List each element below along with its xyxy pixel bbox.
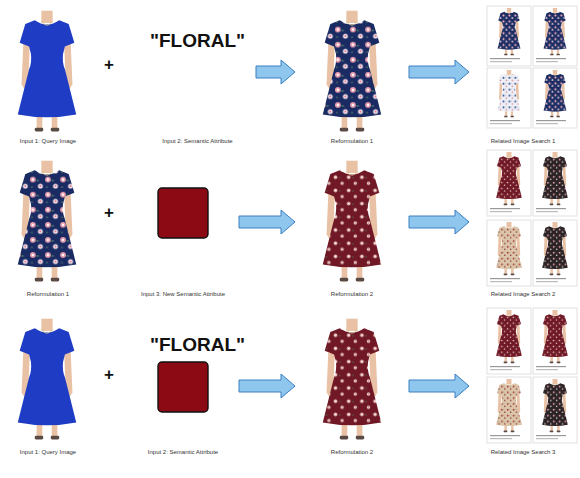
plus-sign: +	[104, 56, 114, 74]
caption: Reformulation 1	[27, 291, 69, 298]
image-panel: Reformulation 2	[296, 314, 408, 456]
caption: Related Image Search 2	[491, 291, 556, 298]
caption: Input 3: New Semantic Attribute	[141, 291, 225, 298]
caption: Related Image Search 3	[491, 449, 556, 456]
image-panel: Reformulation 2	[296, 158, 408, 298]
plus-sign: +	[104, 366, 114, 384]
attribute-word: "FLORAL"	[150, 30, 245, 52]
caption: Reformulation 2	[331, 291, 373, 298]
caption: Input 1: Query Image	[20, 449, 76, 456]
attribute-panel: Input 2: Semantic Attribute	[128, 360, 238, 456]
caption: Related Image Search 1	[491, 138, 556, 145]
attribute-word: "FLORAL"	[150, 334, 245, 356]
caption: Reformulation 2	[331, 449, 373, 456]
image-panel: Input 1: Query Image	[8, 10, 88, 145]
image-panel: Reformulation 1	[8, 158, 88, 298]
search-results-panel: Related Image Search 2	[470, 148, 576, 298]
attribute-panel: Input 3: New Semantic Attribute	[128, 185, 238, 298]
search-results-panel: Related Image Search 3	[470, 306, 576, 456]
caption: Input 1: Query Image	[20, 138, 76, 145]
block-arrow	[256, 60, 295, 84]
block-arrow	[239, 210, 295, 234]
block-arrow	[409, 210, 469, 234]
attribute-panel: "FLORAL" Input 2: Semantic Attribute	[140, 30, 255, 145]
caption: Input 2: Semantic Attribute	[148, 449, 218, 456]
image-panel: Input 1: Query Image	[8, 314, 88, 456]
block-arrow	[239, 374, 295, 398]
caption: Reformulation 1	[331, 138, 373, 145]
block-arrow	[409, 60, 469, 84]
attribute-text: "FLORAL"	[140, 332, 255, 358]
search-results-panel: Related Image Search 1	[470, 3, 576, 145]
image-panel: Reformulation 1	[296, 10, 408, 145]
plus-sign: +	[104, 204, 114, 222]
block-arrow	[409, 374, 469, 398]
caption: Input 2: Semantic Attribute	[162, 138, 232, 145]
